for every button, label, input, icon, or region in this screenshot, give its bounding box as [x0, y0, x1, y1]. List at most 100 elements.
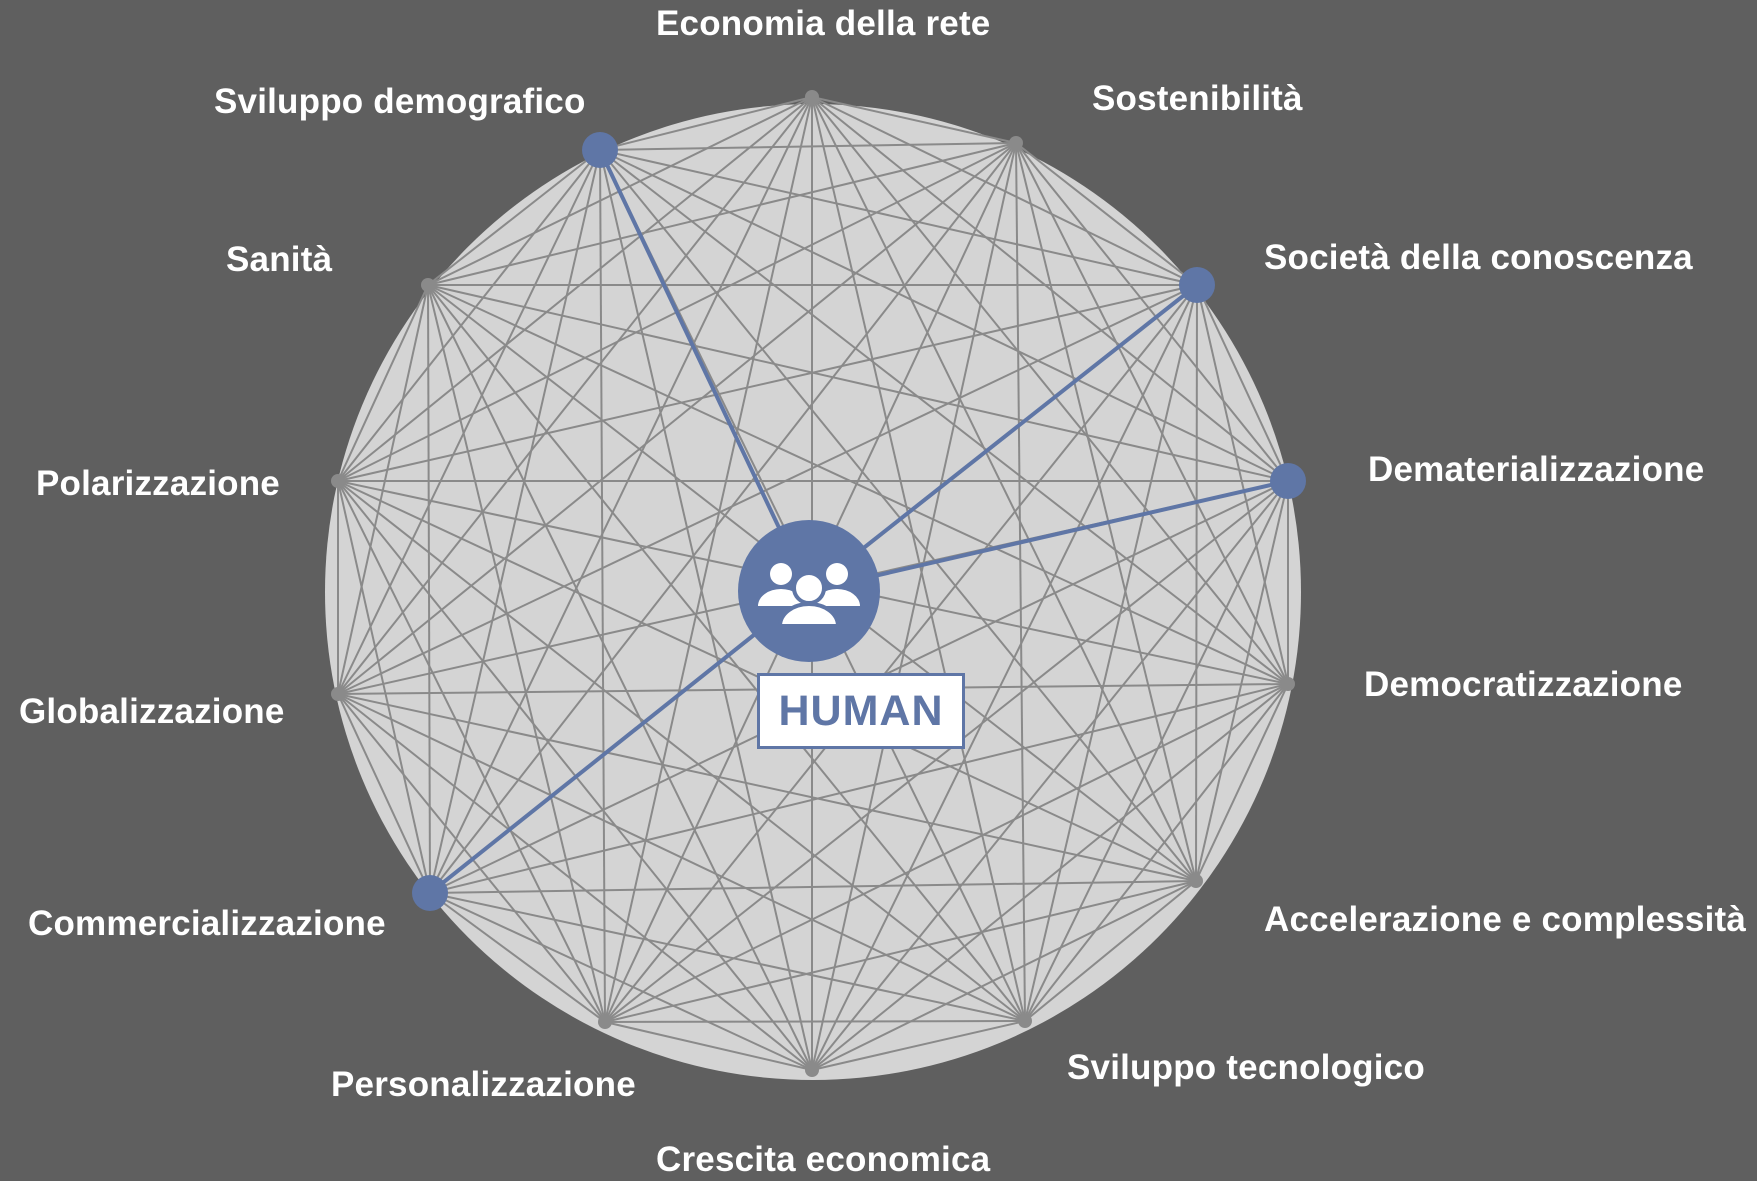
mesh-line	[811, 96, 1017, 144]
node-label-polarizzazione: Polarizzazione	[36, 464, 280, 503]
node-label-sviluppo-demografico: Sviluppo demografico	[214, 82, 586, 121]
mesh-line	[811, 880, 1197, 1071]
mesh-line	[604, 683, 1289, 1023]
node-dot-commercializzazione[interactable]	[412, 875, 448, 911]
mesh-line	[1024, 683, 1289, 1022]
center-node[interactable]	[738, 520, 880, 662]
mesh-line	[429, 880, 1197, 894]
mesh-line	[1015, 142, 1289, 685]
mesh-line	[337, 149, 601, 695]
node-dot-democratizzazione[interactable]	[1281, 677, 1295, 691]
mesh-line	[1024, 284, 1198, 1022]
node-label-dematerializzazione: Dematerializzazione	[1368, 450, 1705, 489]
mesh-line	[427, 284, 431, 894]
node-dot-sanita[interactable]	[421, 278, 435, 292]
mesh-line	[811, 1020, 1026, 1071]
mesh-line	[599, 149, 1289, 685]
mesh-line	[337, 284, 429, 695]
node-label-democratizzazione: Democratizzazione	[1364, 665, 1683, 704]
mesh-line	[337, 142, 1017, 695]
mesh-line	[604, 1021, 813, 1071]
mesh-line	[429, 683, 1289, 894]
mesh-line	[1015, 142, 1198, 286]
mesh-line	[337, 96, 813, 482]
center-label: HUMAN	[757, 673, 965, 749]
node-dot-sostenibilita[interactable]	[1009, 136, 1023, 150]
node-dot-globalizzazione[interactable]	[331, 687, 345, 701]
mesh-line	[337, 284, 1198, 482]
mesh-line	[427, 284, 1289, 685]
mesh-line	[337, 284, 1198, 695]
mesh-line	[1024, 480, 1289, 1022]
mesh-line	[599, 149, 1197, 882]
mesh-line	[811, 96, 1289, 482]
node-dot-societa-della-conoscenza[interactable]	[1179, 267, 1215, 303]
mesh-line	[604, 284, 1198, 1023]
mesh-line	[429, 892, 813, 1071]
node-dot-sviluppo-tecnologico[interactable]	[1018, 1014, 1032, 1028]
mesh-line	[1196, 284, 1289, 685]
node-dot-dematerializzazione[interactable]	[1270, 463, 1306, 499]
mesh-line	[811, 96, 1289, 685]
node-dots	[331, 90, 1306, 1077]
mesh-line	[1195, 683, 1289, 882]
mesh-lines	[337, 96, 1289, 1071]
node-dot-economia-della-rete[interactable]	[805, 90, 819, 104]
node-dot-accelerazione-e-complessita[interactable]	[1189, 874, 1203, 888]
mesh-line	[337, 693, 1197, 882]
mesh-line	[337, 693, 1026, 1022]
mesh-line	[599, 149, 813, 1071]
mesh-line	[427, 149, 601, 286]
node-label-sanita: Sanità	[226, 240, 333, 279]
mesh-line	[811, 480, 1289, 1071]
mesh-line	[1195, 284, 1198, 882]
node-dot-polarizzazione[interactable]	[331, 474, 345, 488]
mesh-line	[811, 284, 1198, 1071]
mesh-line	[337, 480, 1026, 1022]
node-dot-crescita-economica[interactable]	[805, 1063, 819, 1077]
mesh-line	[1024, 880, 1197, 1022]
mesh-line	[337, 480, 431, 894]
mesh-line	[337, 96, 813, 695]
people-group-icon	[758, 563, 860, 628]
node-dot-personalizzazione[interactable]	[598, 1015, 612, 1029]
mesh-line	[604, 1020, 1026, 1023]
mesh-line	[811, 96, 1026, 1022]
mesh-line	[604, 880, 1197, 1023]
node-label-commercializzazione: Commercializzazione	[28, 904, 386, 943]
mesh-line	[337, 284, 429, 482]
mesh-line	[599, 96, 813, 151]
mesh-line	[1015, 142, 1289, 482]
mesh-line	[337, 693, 813, 1071]
mesh-line	[599, 142, 1017, 151]
mesh-line	[811, 96, 1197, 882]
mesh-line	[599, 149, 606, 1023]
mesh-line	[599, 149, 1289, 482]
mesh-line	[429, 142, 1017, 894]
spoke-line-dematerializzazione	[808, 479, 1289, 593]
spoke-lines	[428, 149, 1289, 895]
mesh-line	[1196, 284, 1289, 482]
spoke-line-societa-della-conoscenza	[807, 283, 1199, 593]
mesh-line	[337, 480, 606, 1023]
node-label-globalizzazione: Globalizzazione	[19, 692, 285, 731]
mesh-line	[427, 284, 1026, 1022]
node-label-societa-della-conoscenza: Società della conoscenza	[1264, 238, 1693, 277]
spoke-line-commercializzazione	[428, 589, 811, 895]
mesh-line	[811, 142, 1017, 1071]
mesh-line	[427, 284, 606, 1023]
mesh-line	[1015, 142, 1026, 1022]
mesh-line	[427, 142, 1017, 286]
mesh-line	[337, 149, 601, 482]
mesh-line	[337, 693, 431, 894]
node-label-personalizzazione: Personalizzazione	[331, 1065, 636, 1104]
mesh-line	[811, 683, 1289, 1071]
mesh-line	[429, 892, 1026, 1022]
node-dot-sviluppo-demografico[interactable]	[582, 132, 618, 168]
mesh-line	[599, 149, 1198, 286]
mesh-line	[429, 892, 606, 1023]
mesh-line	[604, 480, 1289, 1023]
mesh-line	[429, 96, 813, 894]
node-label-sostenibilita: Sostenibilità	[1092, 79, 1303, 118]
